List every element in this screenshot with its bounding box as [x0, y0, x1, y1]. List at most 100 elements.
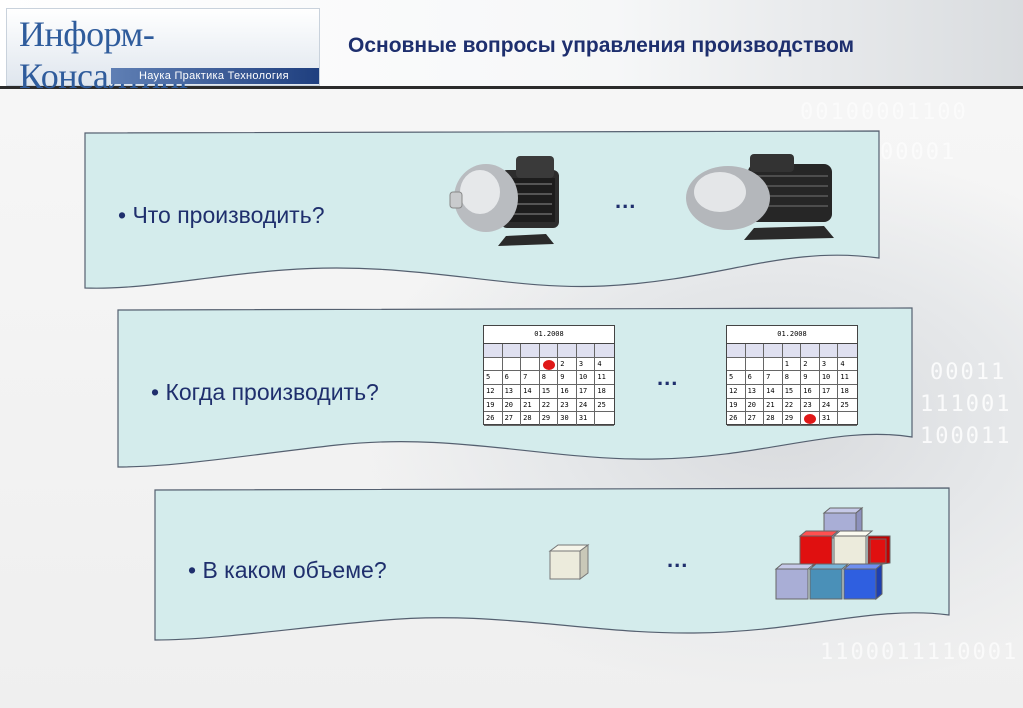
calendar-day-cell: 2	[558, 357, 577, 372]
page-title: Основные вопросы управления производство…	[348, 34, 855, 57]
calendar-day-cell	[745, 357, 765, 372]
calendar-day-cell	[801, 412, 820, 427]
calendar-weekday-cell	[539, 344, 559, 358]
calendar-day-cell: 14	[521, 385, 540, 399]
calendar-day-cell: 4	[838, 358, 857, 372]
background-pattern: 100011	[920, 424, 1012, 449]
calendar-day-cell: 19	[727, 398, 746, 413]
calendar-day-cell	[727, 357, 746, 372]
calendar-day-cell: 2	[801, 357, 820, 372]
calendar-title: 01.2008	[484, 326, 614, 344]
background-pattern: 1100011110001	[820, 640, 1019, 665]
calendar-weekday-cell	[484, 344, 503, 358]
date-marker	[542, 359, 555, 370]
cube-stack-icon	[774, 506, 891, 601]
company-logo: Информ-Консалтинг Наука Практика Техноло…	[6, 8, 320, 96]
background-pattern: 111001	[920, 392, 1012, 417]
calendar-weekday-cell	[558, 344, 577, 358]
question-label: • Что производить?	[118, 202, 325, 228]
background-pattern: 00011	[930, 360, 1007, 385]
calendar-day-cell: 19	[484, 398, 503, 413]
calendar-day-cell: 12	[727, 385, 746, 399]
logo-title: Информ-Консалтинг	[19, 14, 194, 96]
calendar-day-cell: 21	[764, 398, 783, 413]
calendar-weekday-cell	[801, 344, 820, 358]
calendar-day-cell: 12	[484, 385, 503, 399]
calendar-day-cell	[595, 412, 614, 427]
calendar-day-cell: 18	[595, 385, 614, 399]
single-cube-icon	[548, 544, 590, 580]
calendar-day-cell: 31	[819, 412, 839, 427]
calendar-day-cell	[764, 357, 783, 372]
calendar-day-cell: 14	[764, 385, 783, 399]
calendar-weekday-cell	[782, 344, 802, 358]
question-label: • Когда производить?	[151, 379, 379, 405]
calendar-day-cell: 25	[838, 399, 857, 413]
calendar-day-cell: 28	[521, 412, 540, 427]
question-panel-volume: • В каком объеме? ...	[154, 487, 954, 647]
calendar-day-cell: 6	[502, 371, 522, 386]
calendar-day-cell	[502, 357, 522, 372]
calendar-day-cell: 27	[502, 412, 522, 427]
calendar-day-cell: 11	[595, 371, 614, 386]
calendar-day-cell: 13	[502, 385, 522, 399]
header-divider	[0, 86, 1023, 89]
calendar-day-cell: 26	[484, 412, 503, 427]
calendar-weekday-cell	[521, 344, 540, 358]
calendar-day-cell: 5	[484, 371, 503, 386]
calendar-title: 01.2008	[727, 326, 857, 344]
ellipsis: ...	[667, 547, 689, 572]
calendar-weekday-cell	[595, 344, 614, 358]
calendar-day-cell: 29	[539, 412, 559, 427]
calendar-day-cell: 13	[745, 385, 765, 399]
calendar-day-cell: 25	[595, 399, 614, 413]
calendar-day-cell: 3	[576, 357, 596, 372]
calendar-day-cell: 20	[745, 398, 765, 413]
calendar-day-cell	[521, 357, 540, 372]
calendar-weekday-cell	[764, 344, 783, 358]
logo-tagline: Наука Практика Технология	[111, 68, 319, 84]
calendar-day-cell: 8	[539, 371, 559, 386]
calendar-day-cell: 16	[801, 385, 820, 399]
large-pump-icon	[686, 154, 834, 240]
calendar-day-cell: 24	[819, 398, 839, 413]
calendar-weekday-cell	[745, 344, 765, 358]
calendar-day-cell: 8	[782, 371, 802, 386]
calendar-day-cell: 9	[558, 371, 577, 386]
calendar-day-cell: 18	[838, 385, 857, 399]
ellipsis: ...	[615, 188, 637, 213]
calendar-day-cell: 20	[502, 398, 522, 413]
calendar-day-cell: 17	[576, 385, 596, 399]
calendar-day-cell: 31	[576, 412, 596, 427]
calendar-day-cell: 11	[838, 371, 857, 386]
question-label: • В каком объеме?	[188, 557, 387, 583]
calendar-day-cell: 24	[576, 398, 596, 413]
calendar-day-cell: 29	[782, 412, 802, 427]
calendar-weekday-cell	[727, 344, 746, 358]
calendar-day-cell: 21	[521, 398, 540, 413]
calendar-day-cell: 7	[764, 371, 783, 386]
calendar-day-cell: 22	[782, 398, 802, 413]
ellipsis: ...	[657, 365, 679, 390]
calendar-day-cell: 5	[727, 371, 746, 386]
calendar-day-cell: 9	[801, 371, 820, 386]
calendar-weekday-cell	[502, 344, 522, 358]
calendar-day-cell	[539, 357, 559, 372]
calendar-day-cell: 16	[558, 385, 577, 399]
calendar-day-cell: 23	[558, 398, 577, 413]
calendar-day-cell: 10	[819, 371, 839, 386]
background-pattern: 00100001100	[800, 100, 968, 125]
calendar-day-cell: 4	[595, 358, 614, 372]
calendar-day-cell: 27	[745, 412, 765, 427]
calendar-day-cell	[484, 357, 503, 372]
calendar-day-cell: 17	[819, 385, 839, 399]
calendar-day-cell: 22	[539, 398, 559, 413]
background-pattern: 00001	[880, 140, 957, 165]
calendar-day-cell: 15	[539, 385, 559, 399]
date-marker	[804, 414, 817, 425]
